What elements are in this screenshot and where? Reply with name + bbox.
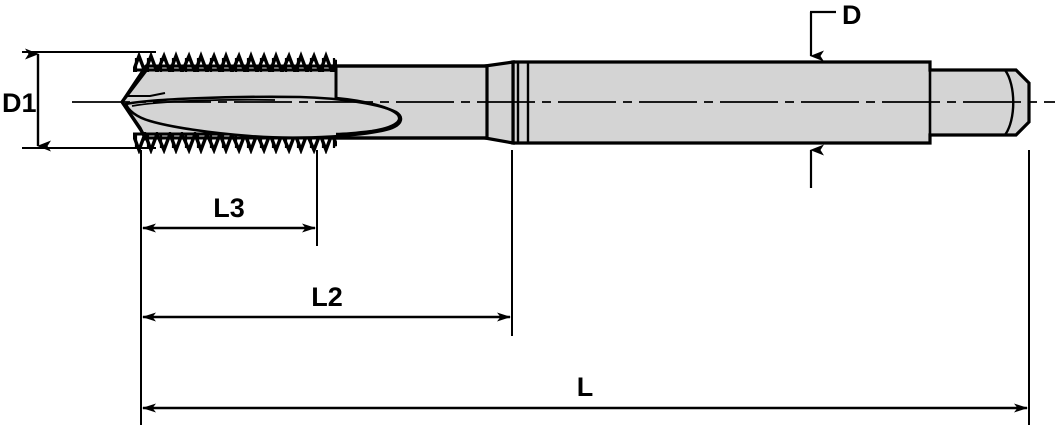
flute-groove-outline [124,95,403,139]
dimension-label-l2: L2 [311,282,343,312]
dimension-label-d: D [842,0,862,30]
flute-inner-edge [131,98,276,107]
tip-relief-facet [126,92,166,97]
dimension-l3: L3 [140,150,318,246]
tip-chamfer-lower [120,101,148,141]
tap-tool-body [120,51,1031,154]
dimension-l: L [140,150,1030,425]
dimension-d: D [809,0,862,188]
dimension-l2: L2 [140,150,513,336]
flute-runout-curve [335,96,401,136]
dimension-label-l: L [577,372,594,402]
thread-profile-top [133,51,337,72]
dimension-d1: D1 [2,48,156,152]
dimension-label-l3: L3 [213,193,245,223]
thread-profile-bottom [133,132,337,154]
dimension-label-d1: D1 [2,88,37,118]
